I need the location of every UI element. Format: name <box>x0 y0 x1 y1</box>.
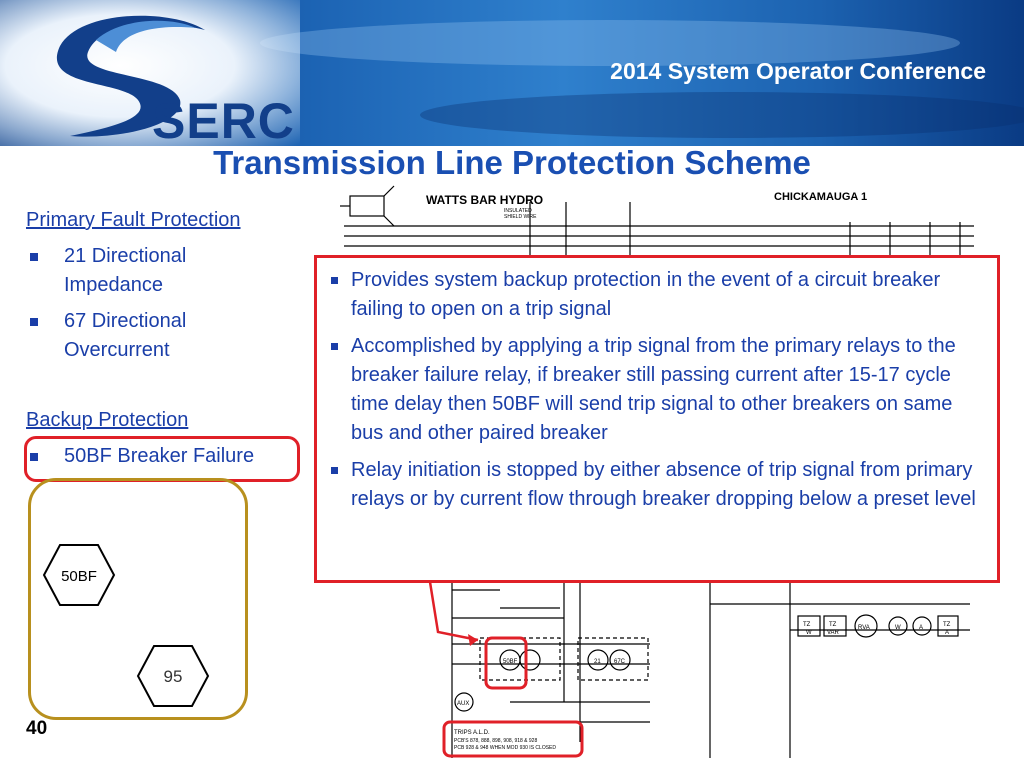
schematic-meter-2-sub: VAR <box>827 630 840 636</box>
schematic-label-21: 21 <box>594 659 601 665</box>
breaker-failure-callout: Provides system backup protection in the… <box>314 255 1000 583</box>
schematic-label-aux: AUX <box>457 701 469 707</box>
highlight-trips-list <box>442 720 584 758</box>
callout-item: Relay initiation is stopped by either ab… <box>331 456 985 514</box>
primary-protection-heading: Primary Fault Protection <box>26 209 241 231</box>
slide-title: Transmission Line Protection Scheme <box>213 144 811 181</box>
serc-logo: SERC <box>56 15 295 146</box>
callout-item: Accomplished by applying a trip signal f… <box>331 332 985 448</box>
highlight-50bf-relay <box>484 636 528 690</box>
header-banner: SERC 2014 System Operator Conference <box>0 0 1024 146</box>
bullet-marker <box>30 253 38 261</box>
callout-pointer-arrow <box>428 581 479 642</box>
schematic-meter-3: RVA <box>858 625 870 631</box>
schematic-insulated: INSULATED <box>504 208 532 214</box>
hexagon-95-label: 95 <box>164 667 183 686</box>
hexagon-95: 95 <box>136 645 210 707</box>
schematic-station-left: WATTS BAR HYDRO <box>426 193 543 207</box>
schematic-trips-line2: PCB'S 878, 888, 898, 908, 918 & 928 <box>454 738 537 744</box>
schematic-meter-1-sub: W <box>806 630 812 636</box>
primary-item-67-cont: Overcurrent <box>64 339 170 361</box>
backup-protection-heading: Backup Protection <box>26 409 189 431</box>
primary-item-21: 21 Directional <box>64 245 187 267</box>
schematic-meter-6-sub: A <box>945 630 949 636</box>
backup-item-50bf: 50BF Breaker Failure <box>64 445 255 467</box>
schematic-trips-line3: PCB 928 & 948 WHEN MOD 930 IS CLOSED <box>454 745 556 751</box>
schematic-meter-6: TZ <box>943 622 951 628</box>
page-number: 40 <box>26 718 48 739</box>
schematic-label-67c: 67C <box>614 659 626 665</box>
primary-item-21-cont: Impedance <box>64 274 163 296</box>
bullet-marker <box>30 453 38 461</box>
schematic-meter-4: W <box>895 625 901 631</box>
primary-item-67: 67 Directional <box>64 310 187 332</box>
relay-symbol-box <box>28 478 248 720</box>
schematic-label-50bf: 50BF <box>503 659 518 665</box>
bullet-marker <box>30 318 38 326</box>
schematic-meter-5: A <box>919 625 923 631</box>
hexagon-50bf: 50BF <box>42 544 116 606</box>
highlight-50bf-label <box>24 436 300 482</box>
schematic-station-right: CHICKAMAUGA 1 <box>774 191 867 203</box>
schematic-trips-line1: TRIPS A.L.D. <box>454 730 490 736</box>
conference-title: 2014 System Operator Conference <box>610 58 986 84</box>
schematic-meter-1: TZ <box>803 622 811 628</box>
hexagon-50bf-label: 50BF <box>61 568 97 585</box>
schematic-meter-2: TZ <box>829 622 837 628</box>
serc-logo-text: SERC <box>152 93 295 146</box>
callout-item: Provides system backup protection in the… <box>331 266 985 324</box>
schematic-shield: SHIELD WIRE <box>504 214 537 220</box>
